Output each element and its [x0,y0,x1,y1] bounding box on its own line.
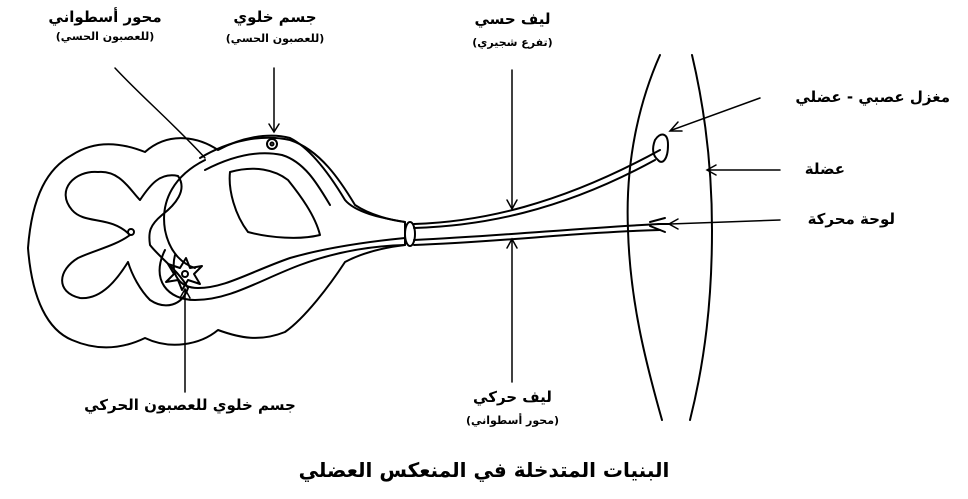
pointer-motor-plate [670,220,780,224]
spinal-cord-outline [28,136,405,348]
central-canal [128,229,134,235]
sensory-cell-nucleus [271,143,274,146]
sensory-root-inner [205,153,330,205]
sensory-fiber-line [414,150,660,224]
motor-neuron-nucleus [182,271,188,277]
spindle [653,135,668,162]
muscle-right [690,55,712,420]
pointer-sensory-axon [115,68,205,158]
label-sensory-axon-sub: (للعصبون الحسي) [30,30,180,43]
muscle-left [628,55,662,420]
label-neuromuscular-spindle: مغزل عصبي - عضلي [770,88,950,106]
sensory-root [200,138,405,222]
grey-matter [62,172,188,305]
diagram-caption: البنيات المتدخلة في المنعكس العضلي [0,458,968,482]
ganglion [230,169,320,238]
motor-neuron [166,258,202,290]
label-sensory-fiber: ليف حسي [450,10,575,28]
label-motor-cell-body: جسم خلوي للعصبون الحركي [60,396,320,414]
motor-root-inner [174,238,405,288]
label-sensory-cell-body: جسم خلوي [205,8,345,26]
label-motor-fiber-sub: (محور أسطواني) [450,414,575,427]
label-muscle: عضلة [785,160,845,178]
nerve-cut [405,222,415,246]
sensory-cell-body [267,139,277,149]
label-motor-plate: لوحة محركة [785,210,895,228]
label-motor-fiber: ليف حركي [450,388,575,406]
pointer-spindle [672,98,760,130]
label-sensory-fiber-sub: (تفرع شجيري) [450,36,575,49]
label-sensory-cell-body-sub: (للعصبون الحسي) [205,32,345,45]
label-sensory-axon: محور أسطواني [30,8,180,26]
